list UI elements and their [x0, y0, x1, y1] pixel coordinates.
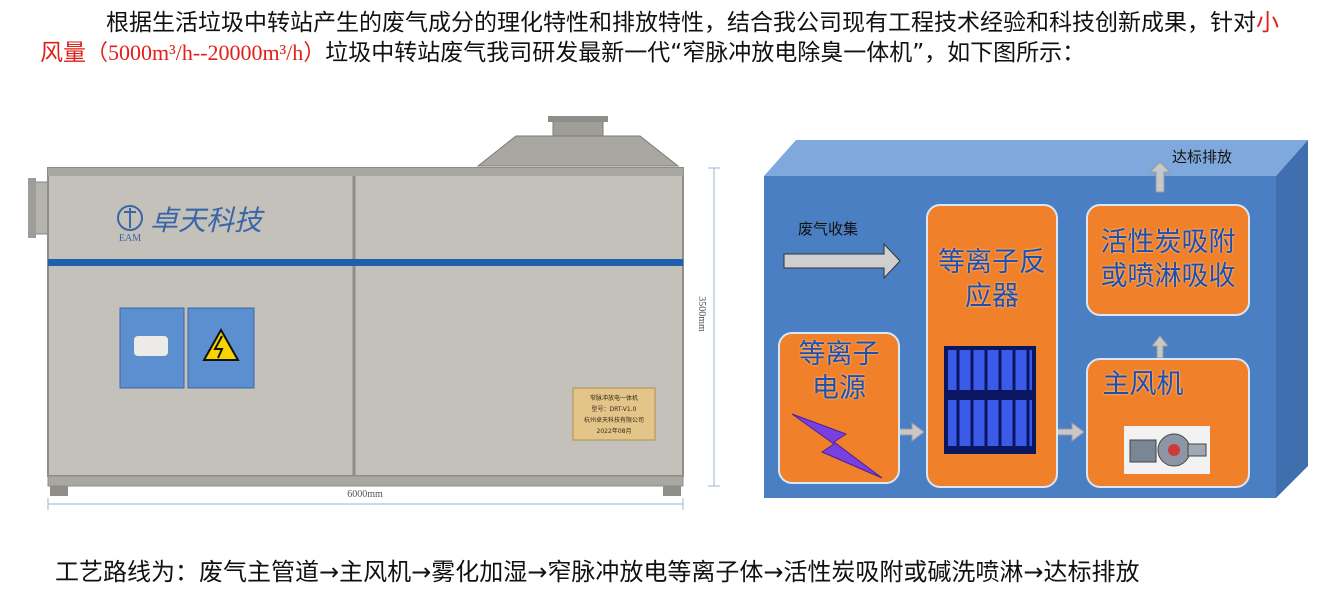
plate-line-3: 杭州卓天科技有限公司 — [584, 416, 644, 424]
brand-logo-icon — [117, 205, 143, 231]
input-label: 废气收集 — [798, 220, 859, 238]
blower-fan-icon — [1124, 426, 1210, 474]
plate-line-2: 型号：DRT-V1.0 — [592, 405, 637, 413]
plasma-reactor-box: 等离子反应器 — [926, 204, 1058, 488]
adsorb-box-label: 活性炭吸附或喷淋吸收 — [1100, 227, 1236, 292]
machine-drawing: 窄脉冲放电一体机 型号：DRT-V1.0 杭州卓天科技有限公司 2022年08月… — [28, 116, 720, 510]
plate-line-1: 窄脉冲放电一体机 — [590, 394, 638, 402]
plasma-power-box: 等离子电源 — [778, 332, 900, 484]
height-dimension: 3500mm — [696, 296, 707, 332]
output-arrow-icon — [1148, 161, 1172, 193]
process-route: 工艺路线为：废气主管道→主风机→雾化加湿→窄脉冲放电等离子体→活性炭吸附或碱洗喷… — [55, 558, 1140, 586]
reactor-tubes-icon — [944, 346, 1036, 454]
activated-carbon-box: 活性炭吸附或喷淋吸收 — [1086, 204, 1250, 316]
flow-arrow-up-icon — [1150, 335, 1170, 359]
deodorizer-machine-illustration: 窄脉冲放电一体机 型号：DRT-V1.0 杭州卓天科技有限公司 2022年08月… — [28, 108, 738, 528]
brand-logo-letters: EAM — [119, 233, 141, 244]
intro-paragraph: 根据生活垃圾中转站产生的废气成分的理化特性和排放特性，结合我公司现有工程技术经验… — [40, 8, 1300, 68]
display-window — [134, 336, 168, 356]
reactor-box-label: 等离子反应器 — [938, 247, 1046, 312]
intro-highlight-cn: 小风量 — [40, 10, 1279, 66]
fan-box-label: 主风机 — [1102, 369, 1184, 400]
plate-line-4: 2022年08月 — [597, 427, 632, 435]
flow-arrow-icon — [1055, 422, 1085, 442]
name-plate — [572, 387, 656, 441]
power-box-label: 等离子电源 — [798, 339, 880, 404]
width-dimension: 6000mm — [347, 489, 383, 500]
brand-name: 卓天科技 — [150, 204, 265, 237]
input-arrow-icon — [783, 242, 901, 280]
process-diagram: 达标排放 废气收集 等离子电源 等离子反应器 活性炭吸附或喷淋吸收 主风机 — [760, 136, 1312, 500]
intro-text-1: 根据生活垃圾中转站产生的废气成分的理化特性和排放特性，结合我公司现有工程技术经验… — [106, 10, 1256, 36]
intro-highlight-range: （5000m³/h--20000m³/h） — [86, 40, 326, 65]
lightning-icon — [791, 413, 883, 479]
high-voltage-warning-icon — [202, 327, 240, 361]
intro-text-2: 垃圾中转站废气我司研发最新一代“窄脉冲放电除臭一体机”，如下图所示： — [325, 40, 1086, 66]
main-fan-box: 主风机 — [1086, 358, 1250, 488]
output-label: 达标排放 — [1172, 148, 1233, 166]
